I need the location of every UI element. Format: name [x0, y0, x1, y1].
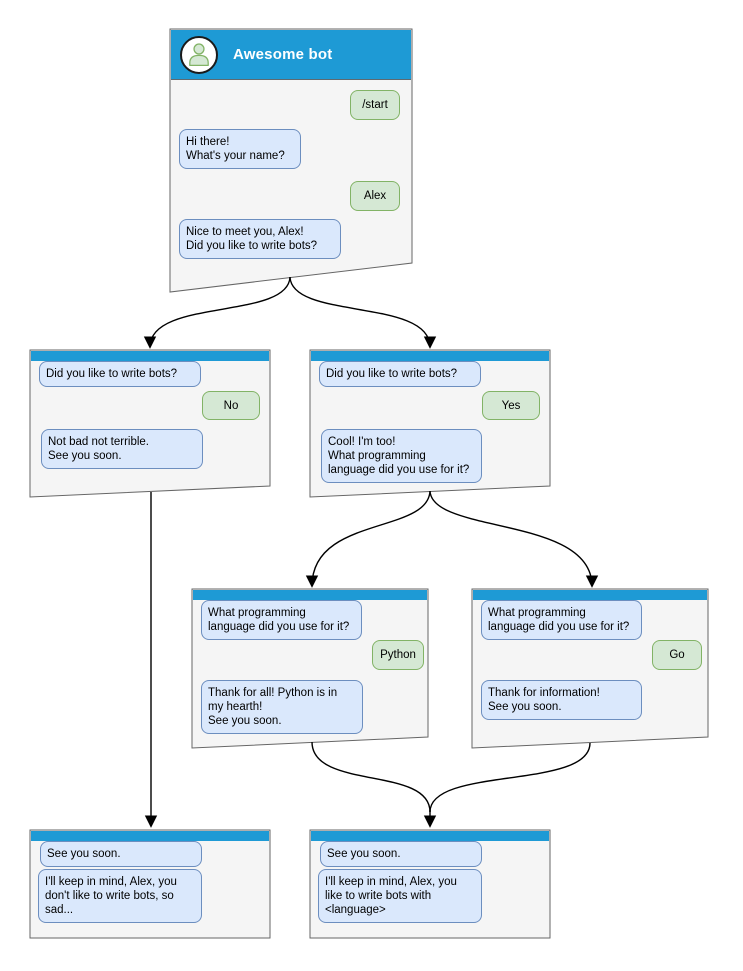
- bot-message-bubble: Hi there! What's your name?: [179, 129, 301, 169]
- window-titlebar-branch-go: [473, 590, 707, 600]
- bot-message-bubble: What programming language did you use fo…: [481, 600, 642, 640]
- window-titlebar-branch-python: [193, 590, 427, 600]
- window-titlebar-branch-yes: [311, 351, 549, 361]
- window-title: Awesome bot: [233, 46, 333, 63]
- bot-message-bubble: Not bad not terrible. See you soon.: [41, 429, 203, 469]
- connector-go-to-end: [429, 742, 591, 813]
- window-titlebar-branch-no: [31, 351, 269, 361]
- connector-yes-to-python: [305, 490, 431, 588]
- bot-message-bubble: Did you like to write bots?: [319, 361, 481, 387]
- user-message-bubble: Python: [372, 640, 424, 670]
- bot-message-bubble: Cool! I'm too! What programming language…: [321, 429, 482, 483]
- window-titlebar-end-no: [31, 831, 269, 841]
- bot-message-bubble: Thank for all! Python is in my hearth! S…: [201, 680, 363, 734]
- bot-avatar: [180, 36, 218, 74]
- user-message-bubble: Go: [652, 640, 702, 670]
- bot-message-bubble: Did you like to write bots?: [39, 361, 201, 387]
- bot-message-bubble: See you soon.: [40, 841, 202, 867]
- bot-message-bubble: I'll keep in mind, Alex, you like to wri…: [318, 869, 482, 923]
- bot-message-bubble: See you soon.: [320, 841, 482, 867]
- connector-yes-to-go: [429, 490, 599, 588]
- window-titlebar-end-yes: [311, 831, 549, 841]
- connector-python-to-end: [311, 741, 431, 813]
- connector-start-to-no: [143, 276, 291, 349]
- bot-message-bubble: I'll keep in mind, Alex, you don't like …: [38, 869, 202, 923]
- bot-message-bubble: Thank for information! See you soon.: [481, 680, 642, 720]
- user-message-bubble: No: [202, 391, 260, 420]
- bot-message-bubble: What programming language did you use fo…: [201, 600, 362, 640]
- user-message-bubble: Alex: [350, 181, 400, 211]
- user-message-bubble: /start: [350, 90, 400, 120]
- bot-message-bubble: Nice to meet you, Alex! Did you like to …: [179, 219, 341, 259]
- person-icon: [189, 43, 209, 67]
- connector-start-to-yes: [289, 276, 437, 349]
- user-message-bubble: Yes: [482, 391, 540, 420]
